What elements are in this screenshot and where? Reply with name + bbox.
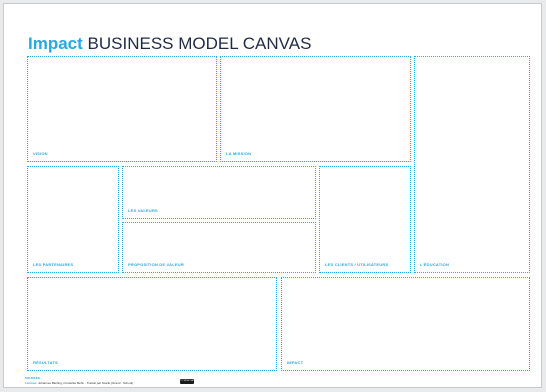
values-block: LES VALEURS [122,166,316,219]
mission-block: LA MISSION [220,56,411,162]
vision-block: VISION [27,56,217,162]
partners-block: LES PARTENAIRES [27,166,119,273]
title-accent: Impact [28,34,83,53]
education-block: L'ÉDUCATION [414,56,530,273]
clients-label: LES CLIENTS / UTILISATEURS [325,262,389,267]
impact-block: IMPACT [281,277,530,371]
values-label: LES VALEURS [128,208,158,213]
license-line: License: Johannes Bierling, Frederike Be… [25,381,133,385]
vision-label: VISION [33,151,48,156]
partners-label: LES PARTENAIRES [33,262,74,267]
clients-block: LES CLIENTS / UTILISATEURS [319,166,411,273]
page-title: Impact BUSINESS MODEL CANVAS [28,34,311,54]
impact-label: IMPACT [287,360,304,365]
results-label: RÉSULTATS [33,360,58,365]
cc-license-badge[interactable]: CC BY-NC-SA [180,379,194,384]
license-label: License: [25,381,38,385]
title-rest: BUSINESS MODEL CANVAS [87,34,312,53]
canvas-page: Impact BUSINESS MODEL CANVAS [3,3,542,388]
education-label: L'ÉDUCATION [420,262,450,267]
value-proposition-block: PROPOSITION DE VALEUR [122,222,316,273]
results-block: RÉSULTATS [27,277,277,371]
sources-label: SOURCES : [25,376,42,380]
license-text: Johannes Bierling, Frederike Behn · Trad… [38,381,134,385]
mission-label: LA MISSION [226,151,252,156]
value-proposition-label: PROPOSITION DE VALEUR [128,262,184,267]
